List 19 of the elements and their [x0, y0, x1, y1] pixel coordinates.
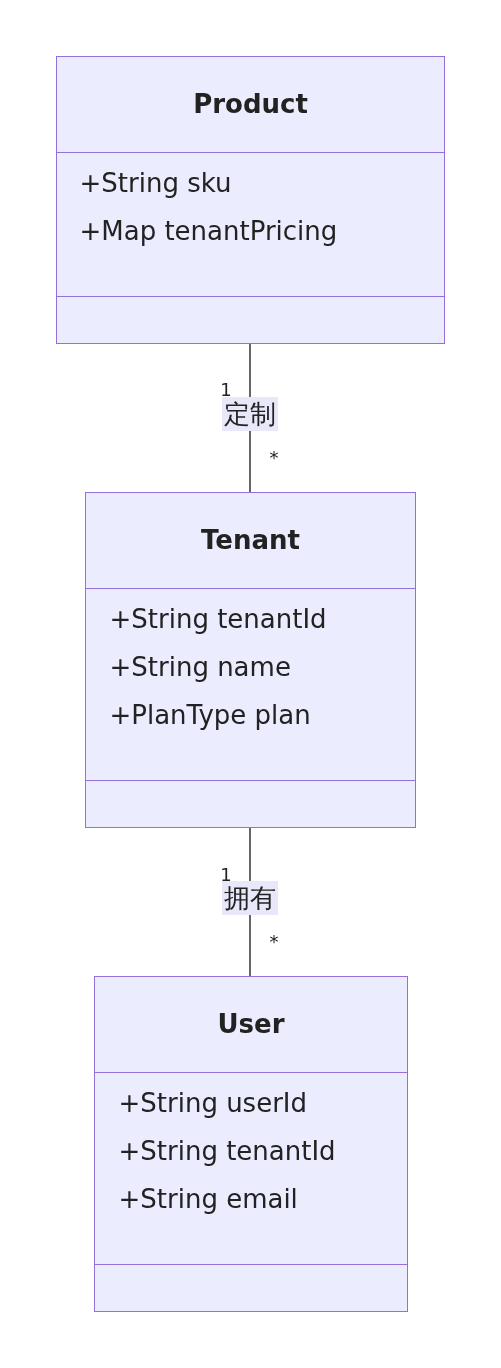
class-box	[56, 56, 445, 344]
multiplicity-label: 1	[220, 380, 232, 400]
class-name: User	[217, 1008, 285, 1040]
attribute-text: +String email	[118, 1183, 298, 1215]
class-box	[85, 492, 416, 828]
attribute-text: +String name	[109, 651, 291, 683]
attribute-text: +PlanType plan	[109, 699, 311, 731]
multiplicity-label: *	[269, 932, 279, 952]
attribute-text: +Map tenantPricing	[79, 215, 338, 247]
class-name: Tenant	[201, 524, 300, 556]
attribute-text: +String userId	[118, 1087, 308, 1119]
attribute-text: +String tenantId	[118, 1135, 336, 1167]
class-box	[94, 976, 408, 1312]
attribute-text: +String tenantId	[109, 603, 327, 635]
attribute-text: +String sku	[79, 167, 232, 199]
edge-label: 拥有	[222, 881, 278, 915]
class-name: Product	[193, 88, 308, 120]
multiplicity-label: *	[269, 448, 279, 468]
edge-label: 定制	[222, 397, 278, 431]
